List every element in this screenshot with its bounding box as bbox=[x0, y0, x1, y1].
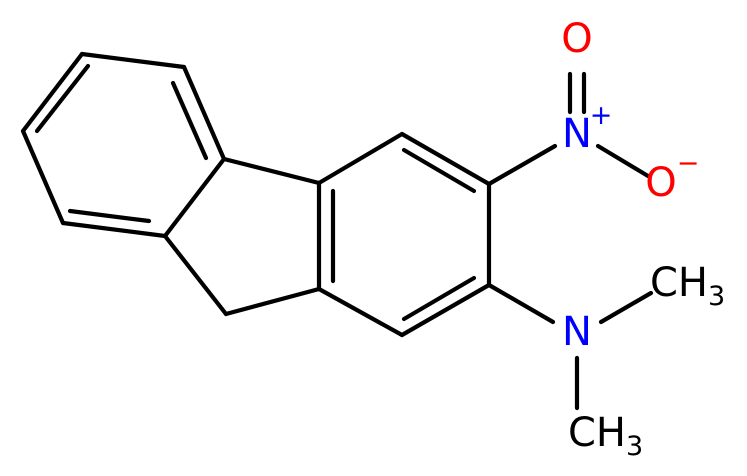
methyl-top-symbol: CH bbox=[650, 260, 708, 306]
atom-nitrogen-amine: N bbox=[562, 309, 592, 355]
bond-left-ring-2 bbox=[79, 51, 187, 70]
methyl-group-bottom: CH3 bbox=[568, 410, 643, 462]
bond-amine-n bbox=[486, 282, 556, 325]
atom-nitrogen-nitro: N bbox=[562, 111, 592, 157]
bond-five-ring-1 bbox=[221, 156, 322, 186]
methyl-bottom-symbol: CH bbox=[568, 410, 626, 456]
methyl-group-top: CH3 bbox=[650, 260, 725, 312]
bond-right-ring-1 bbox=[316, 131, 405, 186]
bond-right-ring-2 bbox=[399, 131, 492, 187]
bond-left-ring-1 bbox=[20, 51, 85, 134]
negative-charge-label: − bbox=[677, 148, 700, 179]
atom-oxygen-top: O bbox=[561, 16, 592, 62]
bond-left-ring-3 bbox=[181, 64, 227, 162]
bond-right-ring-4 bbox=[399, 282, 492, 338]
bond-nitro-o-single bbox=[595, 143, 651, 179]
methyl-top-subscript: 3 bbox=[708, 281, 725, 312]
bond-five-ring-3 bbox=[223, 286, 322, 317]
bond-lines bbox=[20, 51, 654, 411]
bond-right-ring-inner-3 bbox=[401, 275, 477, 322]
bond-left-ring-inner-2 bbox=[170, 80, 209, 161]
bond-left-ring-6 bbox=[20, 128, 66, 226]
bond-nitro-n bbox=[486, 143, 558, 187]
bond-left-ring-4 bbox=[162, 156, 227, 239]
methyl-bottom-subscript: 3 bbox=[626, 431, 643, 462]
bond-left-ring-5 bbox=[60, 220, 168, 239]
atom-oxygen-right: O bbox=[645, 160, 676, 206]
bond-amine-methyl-top bbox=[598, 290, 654, 325]
bond-five-ring-2 bbox=[162, 233, 229, 317]
bond-right-ring-inner-2 bbox=[401, 147, 477, 194]
bond-left-ring-inner-1 bbox=[34, 63, 91, 134]
positive-charge-label: + bbox=[590, 100, 613, 131]
bond-left-ring-inner-3 bbox=[67, 208, 152, 224]
bond-right-ring-5 bbox=[316, 286, 405, 338]
